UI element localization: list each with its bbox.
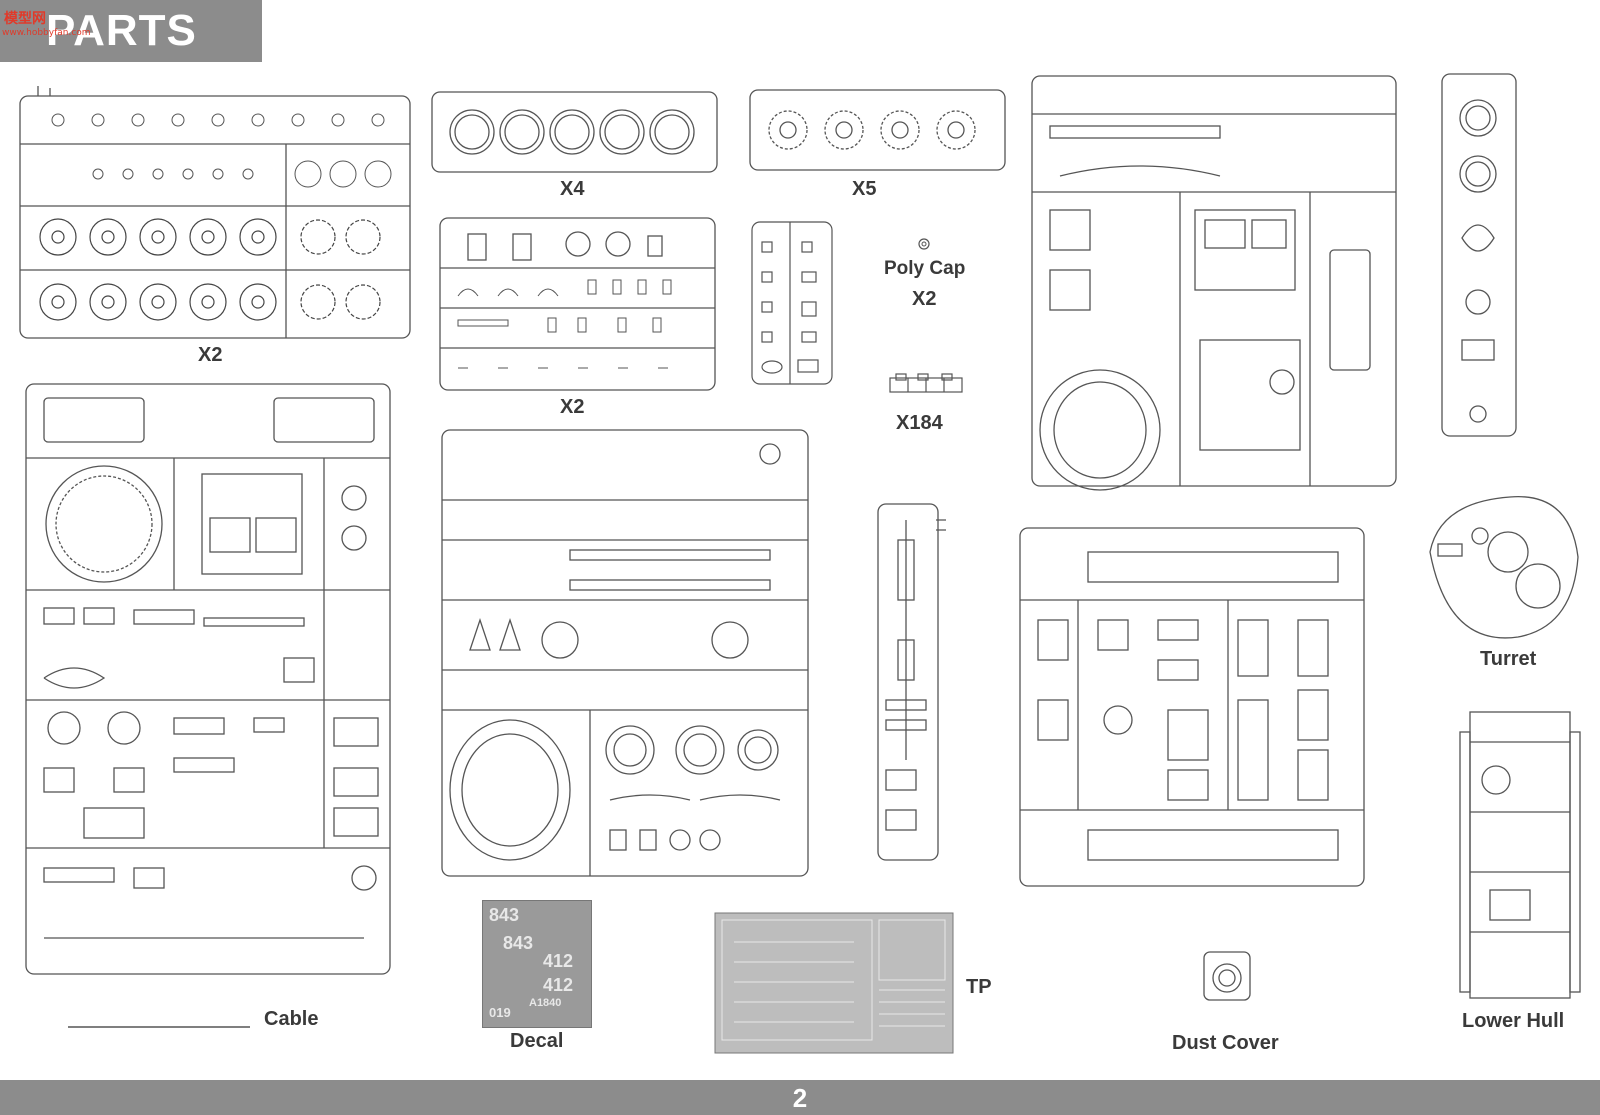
sprue-c-quantity: X2 bbox=[560, 396, 585, 418]
turret-illustration bbox=[1429, 496, 1579, 639]
sprue-a-quantity: X2 bbox=[198, 344, 223, 366]
turret-label: Turret bbox=[1480, 648, 1537, 670]
sprue-c-illustration bbox=[439, 217, 716, 391]
decal-number: 843 bbox=[489, 905, 520, 925]
lower-hull-illustration bbox=[1459, 711, 1581, 999]
watermark-logo: 模型网 bbox=[4, 11, 46, 27]
lower-hull-label: Lower Hull bbox=[1462, 1010, 1565, 1032]
decal-number: A1840 bbox=[529, 997, 562, 1009]
track-link-icon bbox=[889, 373, 963, 393]
poly-cap-quantity: X2 bbox=[912, 288, 937, 310]
decal-number: 843 bbox=[503, 933, 534, 953]
footer-band bbox=[0, 1080, 1600, 1115]
sprue-wheel-quantity: X5 bbox=[852, 178, 877, 200]
photo-etch-label: TP bbox=[966, 976, 992, 998]
sprue-d-illustration bbox=[751, 221, 833, 385]
dust-cover-label: Dust Cover bbox=[1172, 1032, 1279, 1054]
sprue-a-illustration bbox=[19, 86, 411, 339]
cable-illustration bbox=[68, 1026, 250, 1028]
decal-number: 019 bbox=[489, 1005, 511, 1020]
decal-number: 412 bbox=[543, 975, 574, 995]
page-number: 2 bbox=[792, 1083, 808, 1113]
photo-etch-illustration bbox=[714, 912, 954, 1054]
decal-number: 412 bbox=[543, 951, 574, 971]
poly-cap-icon bbox=[918, 238, 930, 250]
sprue-b-quantity: X4 bbox=[560, 178, 585, 200]
sprue-h-illustration bbox=[441, 429, 809, 877]
sprue-f-illustration bbox=[1441, 73, 1517, 437]
sprue-g-illustration bbox=[25, 383, 391, 975]
sprue-b-illustration bbox=[431, 91, 718, 173]
sprue-e-illustration bbox=[1031, 75, 1397, 491]
page-title: PARTS bbox=[46, 6, 197, 55]
header-band bbox=[0, 0, 262, 62]
watermark-url: www.hobbyfan.com bbox=[2, 28, 91, 38]
sprue-j-illustration bbox=[877, 503, 946, 861]
cable-label: Cable bbox=[264, 1008, 319, 1030]
decal-sheet: 843 843 412 412 A1840 019 bbox=[482, 900, 592, 1028]
sprue-k-illustration bbox=[1019, 527, 1365, 887]
track-link-quantity: X184 bbox=[896, 412, 943, 434]
poly-cap-label: Poly Cap bbox=[884, 258, 966, 279]
sprue-wheel-illustration bbox=[749, 89, 1006, 171]
dust-cover-illustration bbox=[1203, 951, 1251, 1001]
decal-label: Decal bbox=[510, 1030, 564, 1052]
